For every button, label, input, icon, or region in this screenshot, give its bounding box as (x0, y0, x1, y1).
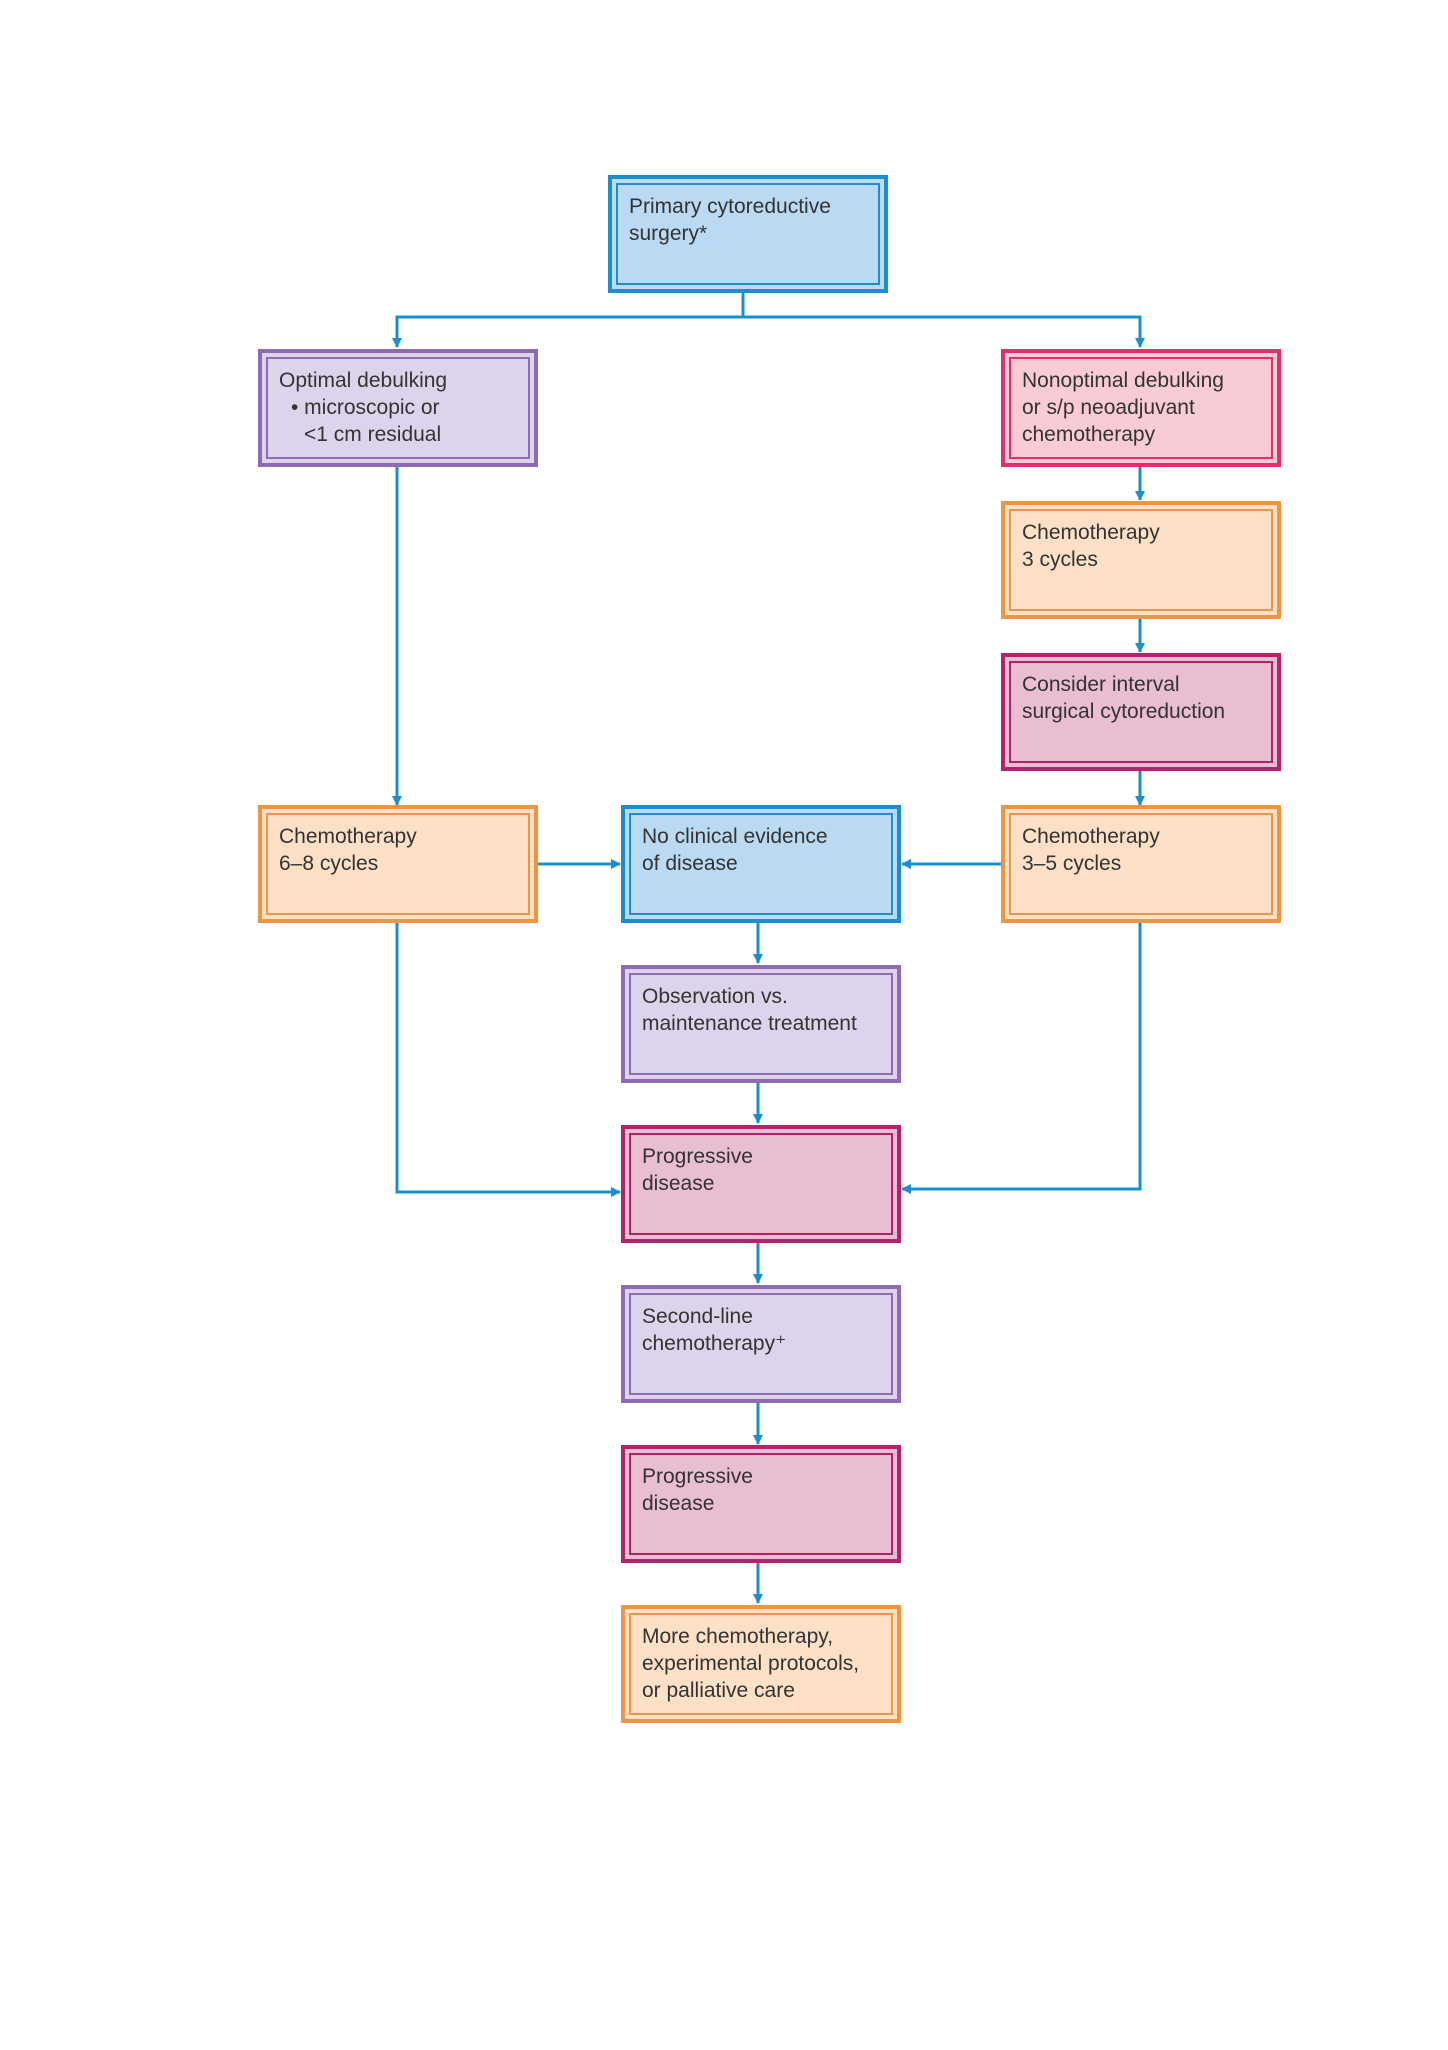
node-text-line: Chemotherapy (279, 825, 417, 848)
connector-chemo35-to-progressive1 (901, 922, 1142, 1194)
node-text-line: or s/p neoadjuvant (1022, 396, 1195, 419)
node-text-line: chemotherapy⁺ (642, 1332, 787, 1355)
node-text-line: Nonoptimal debulking (1022, 369, 1224, 392)
node-text-line: Optimal debulking (279, 369, 448, 392)
node-text-line: Primary cytoreductive (629, 195, 831, 218)
node-text-line: chemotherapy (1022, 423, 1156, 446)
node-text-line: More chemotherapy, (642, 1625, 834, 1648)
node-bullet-line: • microscopic or (291, 396, 440, 419)
node-text-line: surgery* (629, 222, 708, 245)
interval-cytoreduction-box: Consider interval surgical cytoreduction (1001, 653, 1281, 771)
progressive-disease-box-2: Progressive disease (621, 1445, 901, 1563)
chemotherapy-3-cycles-box: Chemotherapy 3 cycles (1001, 501, 1281, 619)
node-text-line: 6–8 cycles (279, 852, 379, 875)
no-clinical-evidence-box: No clinical evidence of disease (621, 805, 901, 923)
nonoptimal-debulking-box: Nonoptimal debulking or s/p neoadjuvant … (1001, 349, 1281, 467)
chemotherapy-3-5-cycles-box: Chemotherapy 3–5 cycles (1001, 805, 1281, 923)
observation-maintenance-box: Observation vs. maintenance treatment (621, 965, 901, 1083)
node-text-line: maintenance treatment (642, 1012, 857, 1035)
node-text-line: Observation vs. (642, 985, 788, 1008)
progressive-disease-box-1: Progressive disease (621, 1125, 901, 1243)
node-text-line: Progressive (642, 1465, 753, 1488)
node-text-line: No clinical evidence (642, 825, 828, 848)
second-line-chemotherapy-box: Second-line chemotherapy⁺ (621, 1285, 901, 1403)
optimal-debulking-box: Optimal debulking • microscopic or <1 cm… (258, 349, 538, 467)
connector-primary-to-optimal (392, 292, 745, 348)
more-chemotherapy-box: More chemotherapy, experimental protocol… (621, 1605, 901, 1723)
node-text-line: surgical cytoreduction (1022, 700, 1226, 723)
node-text-line: Progressive (642, 1145, 753, 1168)
node-text-line: <1 cm residual (304, 423, 442, 446)
node-text-line: of disease (642, 852, 738, 875)
node-text-line: experimental protocols, (642, 1652, 860, 1675)
node-text-line: disease (642, 1492, 715, 1515)
connector-chemo68-to-progressive1 (395, 922, 621, 1197)
node-text-line: 3 cycles (1022, 548, 1098, 571)
node-text-line: Chemotherapy (1022, 521, 1160, 544)
node-text-line: or palliative care (642, 1679, 795, 1702)
node-text-line: 3–5 cycles (1022, 852, 1122, 875)
node-text-line: Consider interval (1022, 673, 1180, 696)
node-text-line: Second-line (642, 1305, 753, 1328)
node-text-line: disease (642, 1172, 715, 1195)
node-text-line: Chemotherapy (1022, 825, 1160, 848)
primary-cytoreductive-surgery-box: Primary cytoreductive surgery* (608, 175, 888, 293)
connector-primary-to-nonoptimal (743, 315, 1145, 348)
chemotherapy-6-8-cycles-box: Chemotherapy 6–8 cycles (258, 805, 538, 923)
